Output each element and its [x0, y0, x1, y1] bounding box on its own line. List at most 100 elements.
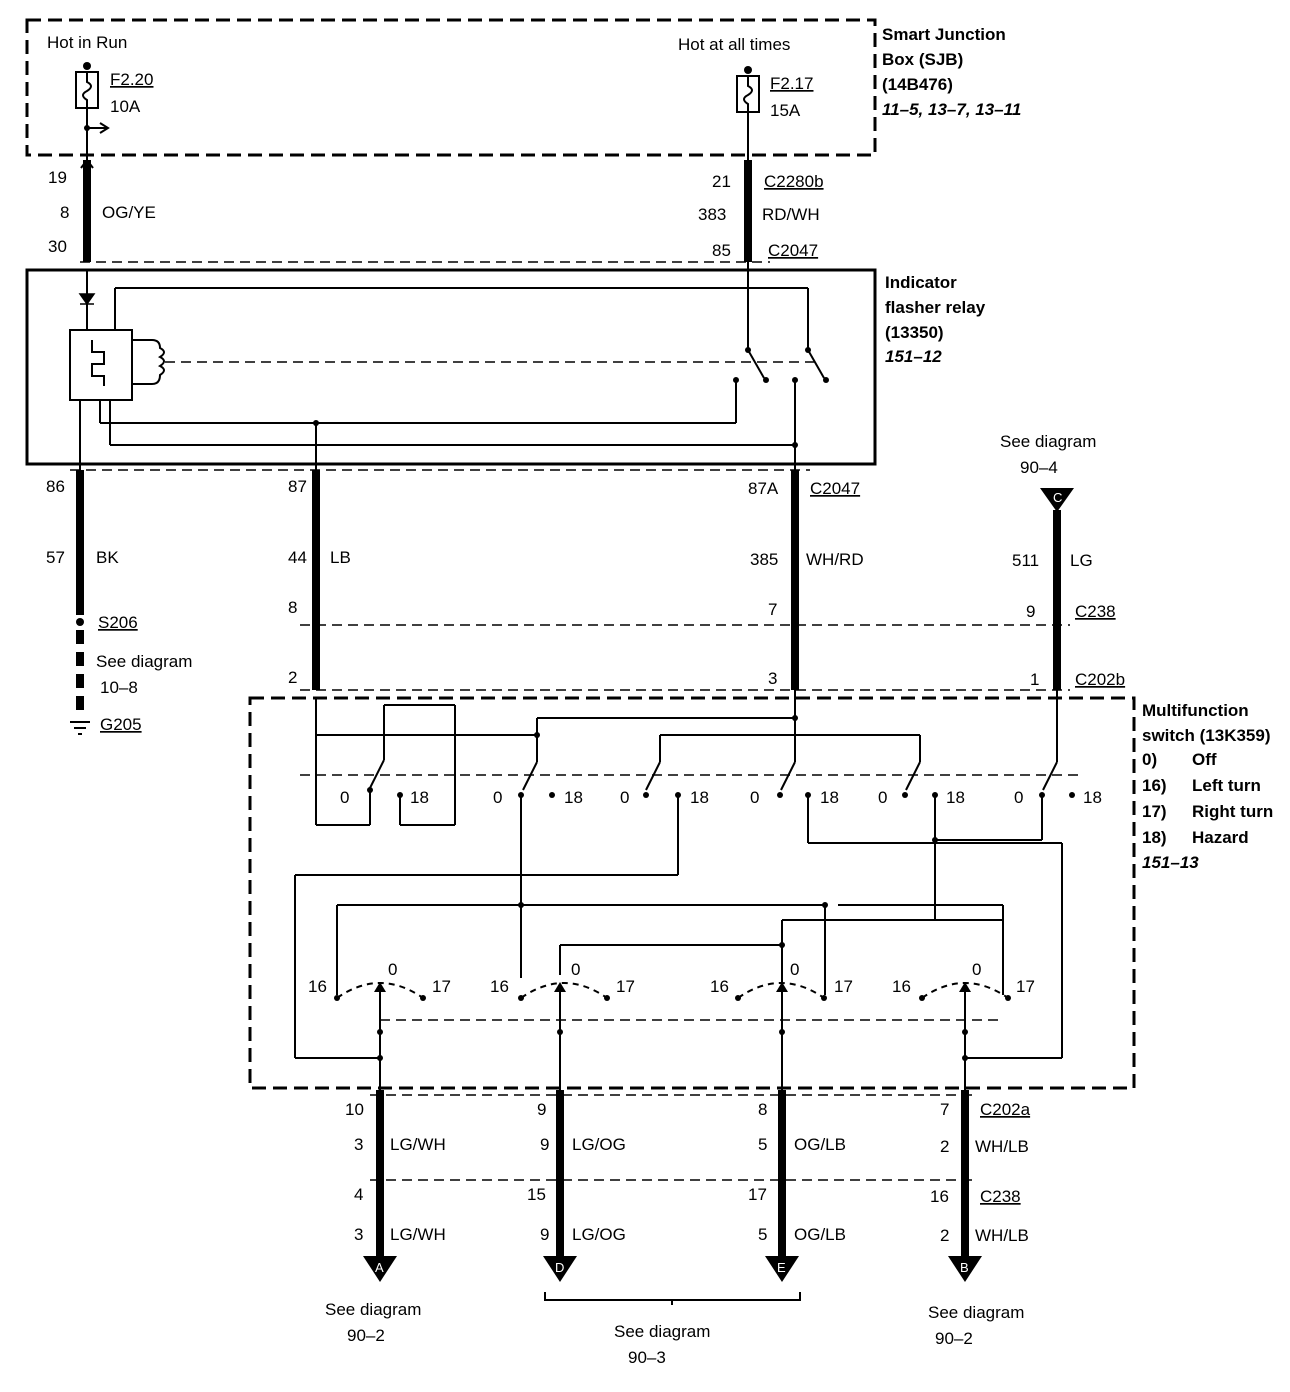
bw-b-circ-a: 2: [940, 1137, 949, 1156]
sjb-label-2: Box (SJB): [882, 50, 963, 69]
conn-c2280b: C2280b: [764, 172, 824, 191]
sjb-box: [25, 18, 877, 157]
pin-21: 21: [712, 172, 731, 191]
see-diagram-90-4: 90–4: [1020, 458, 1058, 477]
fuse1-dot: [83, 62, 91, 70]
pin-3-c202b: 3: [768, 669, 777, 688]
bw-a-pin-a: 10: [345, 1100, 364, 1119]
color-bk: BK: [96, 548, 119, 567]
bottom-wire-d: 9 9 LG/OG 15 9 LG/OG D: [527, 1090, 626, 1282]
circuit-385: 385: [750, 550, 778, 569]
connector-b-icon: [948, 1256, 982, 1282]
ts1-0: 0: [388, 960, 397, 979]
pin-85: 85: [712, 241, 731, 260]
diode-icon: [78, 293, 96, 306]
ts4-16: 16: [892, 977, 911, 996]
bw-e-color-a: OG/LB: [794, 1135, 846, 1154]
arrow-right-icon: [87, 122, 110, 134]
pin-1-c202b: 1: [1030, 670, 1039, 689]
fuse-f217-rating: 15A: [770, 101, 801, 120]
relay-label-3: (13350): [885, 323, 944, 342]
turn-switch-1: 16 0 17: [308, 960, 451, 1090]
sw1-pos0: 0: [340, 788, 349, 807]
bw-a-pin-b: 4: [354, 1185, 363, 1204]
conn-c238-bottom: C238: [980, 1187, 1021, 1206]
fuse-f217-name: F2.17: [770, 74, 813, 93]
connector-c-letter: C: [1053, 490, 1062, 505]
circuit-383: 383: [698, 205, 726, 224]
bw-b-pin-b: 16: [930, 1187, 949, 1206]
bw-b-color-b: WH/LB: [975, 1226, 1029, 1245]
legend-16-num: 16): [1142, 776, 1167, 795]
hot-in-run-label: Hot in Run: [47, 33, 127, 52]
ts2-0: 0: [571, 960, 580, 979]
pin-19: 19: [48, 168, 67, 187]
fuse-f220-rating: 10A: [110, 97, 141, 116]
turn-switch-4: 16 0 17: [892, 960, 1035, 1090]
conn-c202a: C202a: [980, 1100, 1031, 1119]
bw-d-pin-a: 9: [537, 1100, 546, 1119]
ts4-17: 17: [1016, 977, 1035, 996]
splice-s206: S206: [98, 613, 138, 632]
bw-d-circ-b: 9: [540, 1225, 549, 1244]
ground-icon: [70, 721, 90, 735]
sw4-pos18: 18: [820, 788, 839, 807]
sw1-pos18: 18: [410, 788, 429, 807]
connector-e-letter: E: [777, 1260, 786, 1275]
see-diagram-90-2-a: 90–2: [347, 1326, 385, 1345]
pin-87a: 87A: [748, 479, 779, 498]
conn-c202b: C202b: [1075, 670, 1125, 689]
ts3-0: 0: [790, 960, 799, 979]
pin-9-c238: 9: [1026, 602, 1035, 621]
see-diagram-10-8: 10–8: [100, 678, 138, 697]
relay-label-1: Indicator: [885, 273, 957, 292]
sw2-pos18: 18: [564, 788, 583, 807]
pin-7-c238: 7: [768, 600, 777, 619]
conn-c238-mid: C238: [1075, 602, 1116, 621]
see-diagram-de: See diagram: [614, 1322, 710, 1341]
legend-18-text: Hazard: [1192, 828, 1249, 847]
circuit-44: 44: [288, 548, 307, 567]
ts2-16: 16: [490, 977, 509, 996]
sjb-label-3: (14B476): [882, 75, 953, 94]
legend-17-num: 17): [1142, 802, 1167, 821]
ts4-0: 0: [972, 960, 981, 979]
hot-at-all-times-label: Hot at all times: [678, 35, 790, 54]
bracket-d-e: [544, 1292, 801, 1301]
color-wh-rd: WH/RD: [806, 550, 864, 569]
circuit-8: 8: [60, 203, 69, 222]
connector-d-letter: D: [555, 1260, 564, 1275]
see-diagram-a: See diagram: [325, 1300, 421, 1319]
bw-e-pin-b: 17: [748, 1185, 767, 1204]
sjb-ref: 11–5, 13–7, 13–11: [882, 100, 1021, 119]
bw-a-color-b: LG/WH: [390, 1225, 446, 1244]
pin-8-c238: 8: [288, 598, 297, 617]
see-diagram-90-3: 90–3: [628, 1348, 666, 1367]
bw-a-circ-a: 3: [354, 1135, 363, 1154]
legend-17-text: Right turn: [1192, 802, 1273, 821]
color-lg: LG: [1070, 551, 1093, 570]
connector-a-icon: [363, 1256, 397, 1282]
ts1-17: 17: [432, 977, 451, 996]
ts3-17: 17: [834, 977, 853, 996]
ts2-17: 17: [616, 977, 635, 996]
multifunction-switch-box: [248, 696, 1136, 1090]
sw5-pos0: 0: [878, 788, 887, 807]
relay-label-2: flasher relay: [885, 298, 986, 317]
bw-d-color-b: LG/OG: [572, 1225, 626, 1244]
bw-e-color-b: OG/LB: [794, 1225, 846, 1244]
pin-87: 87: [288, 477, 307, 496]
bottom-wire-a: 10 3 LG/WH 4 3 LG/WH A: [345, 1090, 446, 1282]
relay-box: [25, 268, 877, 466]
color-rd-wh: RD/WH: [762, 205, 820, 224]
sjb-label-1: Smart Junction: [882, 25, 1006, 44]
bw-b-pin-a: 7: [940, 1100, 949, 1119]
legend-18-num: 18): [1142, 828, 1167, 847]
legend-0-num: 0): [1142, 750, 1157, 769]
pin-30: 30: [48, 237, 67, 256]
conn-c2047-top: C2047: [768, 241, 818, 260]
bw-b-color-a: WH/LB: [975, 1137, 1029, 1156]
sw3-pos0: 0: [620, 788, 629, 807]
fuse2-dot: [744, 66, 752, 74]
mfs-label-2: switch (13K359): [1142, 726, 1271, 745]
